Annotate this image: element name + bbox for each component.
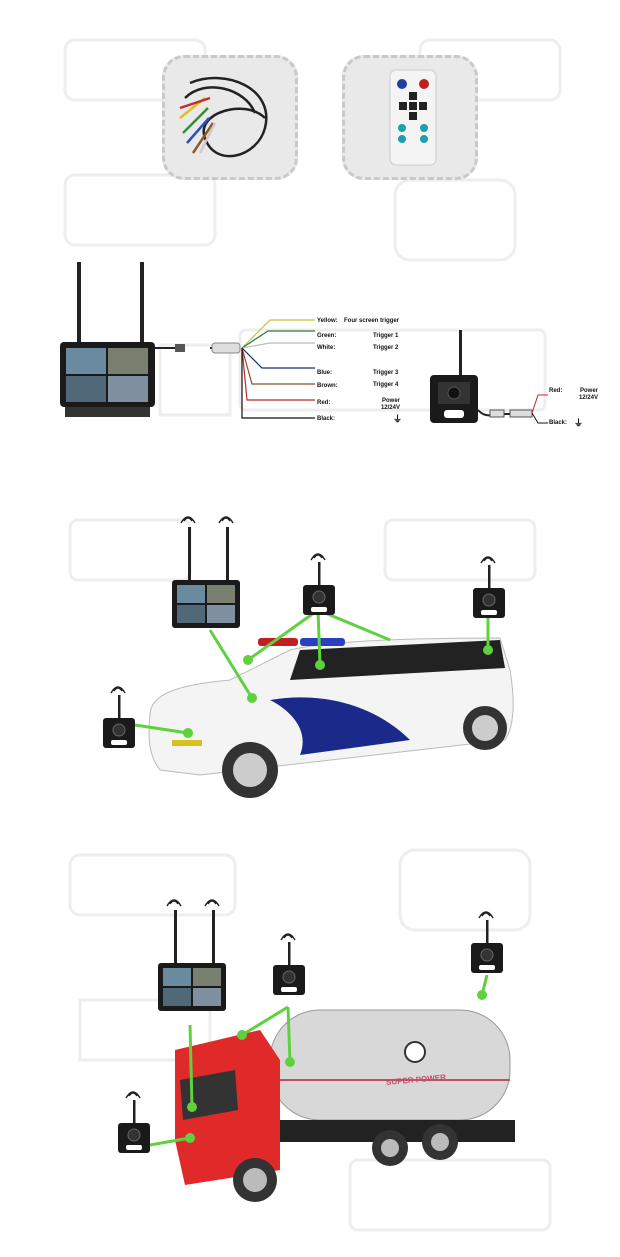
wireless-monitor-icon xyxy=(172,516,240,628)
monitor-wire-harness xyxy=(155,319,315,419)
ground-icon: ⏚ xyxy=(574,418,584,428)
wire-color-label: Red: xyxy=(317,400,331,406)
extension-cable-image xyxy=(179,76,268,158)
wireless-camera-icon xyxy=(473,556,505,618)
wireless-camera-icon xyxy=(103,686,135,748)
wireless-camera-icon xyxy=(471,911,503,973)
wire-color-label: Blue: xyxy=(317,370,332,376)
wire-color-label: Red: xyxy=(549,388,563,394)
wire-function-label: Power 12/24V xyxy=(578,388,598,401)
wire-function-label: Trigger 4 xyxy=(373,382,399,388)
wireless-camera-icon xyxy=(303,553,335,615)
remote-control-image xyxy=(389,69,437,166)
wiring-camera-image xyxy=(430,330,548,424)
wire-color-label: Black: xyxy=(549,420,568,426)
wire-function-label: Power 12/24V xyxy=(380,398,400,411)
tanker-truck-scene: SUPER POWER xyxy=(149,974,515,1202)
wireless-camera-icon xyxy=(118,1091,150,1153)
wire-function-label: Four screen trigger xyxy=(344,318,400,324)
wire-function-label: Trigger 3 xyxy=(373,370,399,376)
wire-color-label: Green: xyxy=(317,333,337,339)
cable-accessory-panel xyxy=(162,55,298,180)
wireless-monitor-icon xyxy=(158,899,226,1011)
limousine-scene xyxy=(134,608,514,798)
wire-color-label: Yellow: xyxy=(317,318,338,324)
wire-color-label: Black: xyxy=(317,416,336,422)
wire-function-label: Trigger 2 xyxy=(373,345,399,351)
tanker-truck-image xyxy=(175,1009,515,1202)
wire-color-label: Brown: xyxy=(317,383,338,389)
wiring-monitor-image xyxy=(60,262,155,417)
remote-accessory-panel xyxy=(342,55,478,180)
wire-color-label: White: xyxy=(317,345,336,351)
limousine-image xyxy=(148,637,514,798)
ground-icon: ⏚ xyxy=(393,414,403,424)
wire-function-label: Trigger 1 xyxy=(373,333,399,339)
wireless-camera-icon xyxy=(273,933,305,995)
